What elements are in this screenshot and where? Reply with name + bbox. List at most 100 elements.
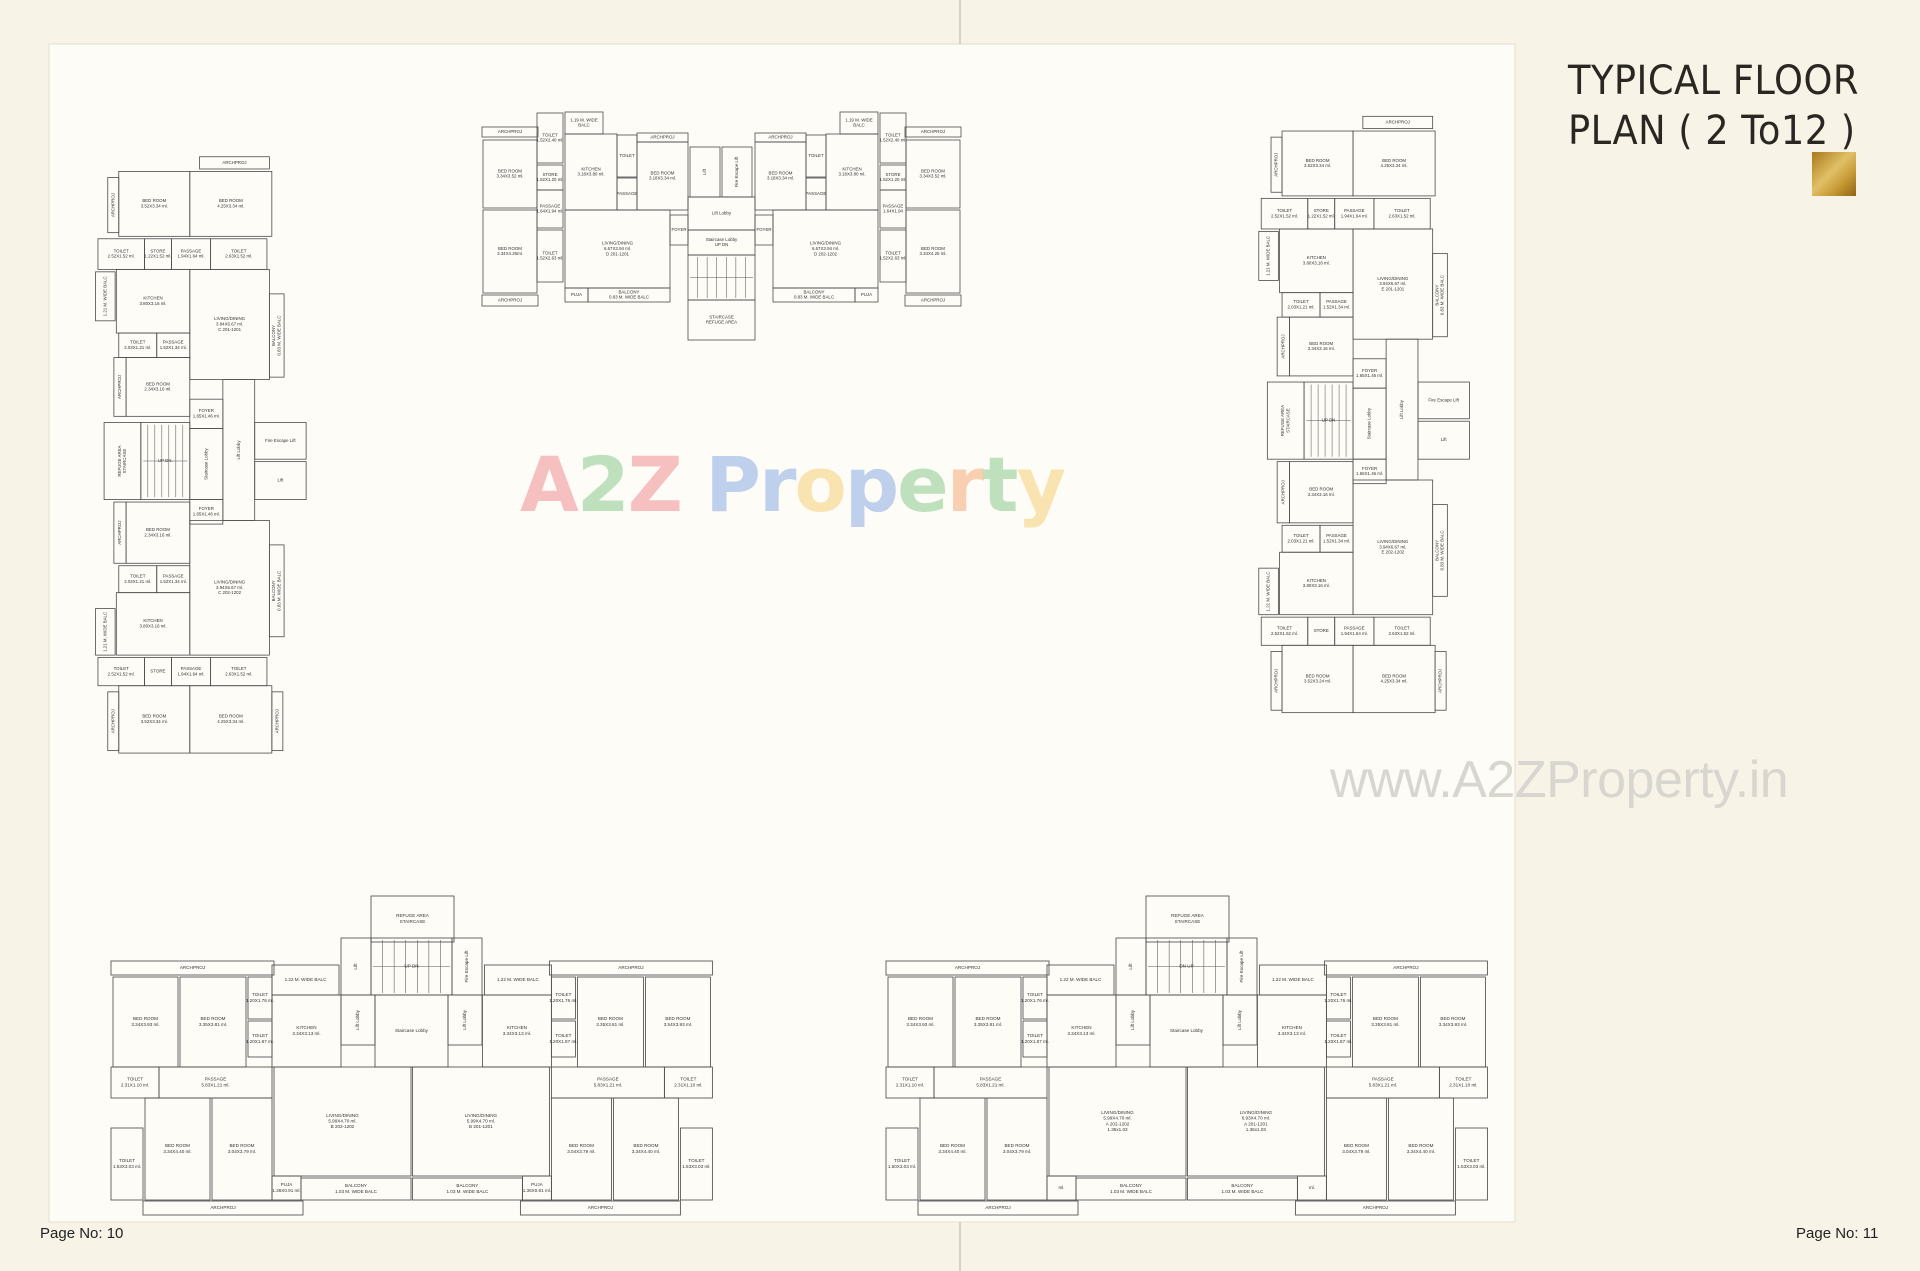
room-label: ARCHPROJ	[1280, 480, 1285, 504]
room-label: ml.	[1309, 1185, 1315, 1190]
room-outline	[481, 294, 539, 307]
room-label: ARCHPROJ	[498, 129, 522, 134]
room-outline	[986, 1097, 1048, 1201]
room-label: BALCONY	[804, 290, 825, 295]
room-label: ARCHPROJ	[588, 1205, 613, 1210]
room-label: PUJA	[531, 1182, 544, 1187]
logo-letter: o	[794, 440, 846, 529]
room: ARCHPROJ	[519, 1200, 681, 1216]
room-label: STORE	[1314, 628, 1329, 633]
room-label: BALCONY	[1120, 1183, 1142, 1188]
room-size: 2.52X1.52 ml.	[108, 671, 135, 676]
room-label: TOILET	[1394, 626, 1410, 631]
room-label: BALCONY	[1231, 1183, 1253, 1188]
room-label: PUJA	[861, 292, 872, 297]
room-outline	[919, 1097, 986, 1201]
room-size: STAIRCASE	[122, 449, 127, 474]
room-label: TOILET	[252, 1033, 268, 1038]
room-size: 3.04X3.79 ml.	[1003, 1149, 1031, 1154]
room-label: KITCHEN	[143, 618, 162, 623]
room-size: 4.25X3.34 ml.	[1381, 679, 1408, 684]
room-outline	[273, 1066, 412, 1177]
room-size: 3.34X3.93 ml.	[1439, 1022, 1467, 1027]
room-size: 1.03 M. WIDE BALC	[446, 1189, 489, 1194]
room-outline	[199, 156, 270, 170]
room-size: 3.54X3.93 ml.	[664, 1022, 692, 1027]
room-size: 4.25X3.34 ml.	[217, 719, 244, 724]
room-outline	[254, 461, 307, 500]
room-size: 1.22X1.52 ml.	[1308, 213, 1335, 218]
room-label: BED ROOM	[165, 1143, 190, 1148]
room-label: Fire Escape Lift	[464, 950, 469, 983]
room-label: TOILET	[542, 133, 558, 138]
room-label: PASSAGE	[597, 1077, 619, 1082]
room-label: TOILET	[902, 1077, 918, 1082]
room-label: BED ROOM	[219, 198, 243, 203]
room-size: 1.52X2.40 ml.	[879, 138, 906, 143]
room-size: STAIRCASE	[400, 919, 426, 924]
room-size: 3.18X3.80 ml.	[577, 172, 604, 177]
room-label: REFUGE AREA	[117, 445, 122, 476]
room-label: ARCHPROJ	[921, 298, 945, 303]
room-label: Staircase Lobby	[1170, 1028, 1204, 1033]
room-size: 5.83X1.21 ml.	[1369, 1082, 1397, 1087]
room-label: FOYER	[1362, 368, 1377, 373]
room-size: 3.34X4.40 ml.	[163, 1149, 191, 1154]
logo-letter: A	[520, 440, 579, 529]
logo-letter: p	[844, 440, 899, 529]
room-label: BED ROOM	[142, 198, 166, 203]
room-label: TOILET	[680, 1077, 696, 1082]
room-outline	[300, 1177, 412, 1201]
room-size: 3.80X3.16 ml.	[140, 624, 167, 629]
room-label: PUJA	[571, 292, 582, 297]
room-label: TOILET	[1455, 1077, 1471, 1082]
room-label: Fire Escape Lift	[1428, 398, 1459, 403]
room-label: ARCHPROJ	[985, 1205, 1010, 1210]
room-label: KITCHEN	[842, 167, 861, 172]
room-label: BED ROOM	[498, 246, 522, 251]
room-label: STORE	[150, 669, 165, 674]
room-size: 6.67X3.94 ml.	[812, 246, 839, 251]
room-label: Staircase Lobby	[395, 1028, 429, 1033]
room-label: BED ROOM	[921, 246, 945, 251]
room-outline	[110, 1127, 144, 1201]
room-label: TOILET	[1330, 1033, 1346, 1038]
room: ARCHPROJ	[548, 960, 713, 976]
room: UP DN.	[140, 422, 191, 500]
room-label: Staircase Lobby	[1367, 407, 1372, 439]
logo-letter: r	[946, 440, 985, 529]
room-size: 3.94X6.67 ml.	[216, 585, 243, 590]
room-label: LIVING/DINING	[1101, 1110, 1134, 1115]
room-outline	[772, 287, 856, 303]
room-label: TOILET	[542, 251, 558, 256]
room-label: TOILET	[1277, 208, 1293, 213]
room-label: ARCHPROJ	[275, 709, 280, 733]
room-label: BED ROOM	[498, 169, 522, 174]
room: 1.21 M. WIDE BALC	[1258, 231, 1279, 281]
room-label: TOILET	[130, 574, 146, 579]
room-size: 4.25X3.34 ml.	[217, 204, 244, 209]
room-label: ARCHPROJ	[1363, 1205, 1388, 1210]
